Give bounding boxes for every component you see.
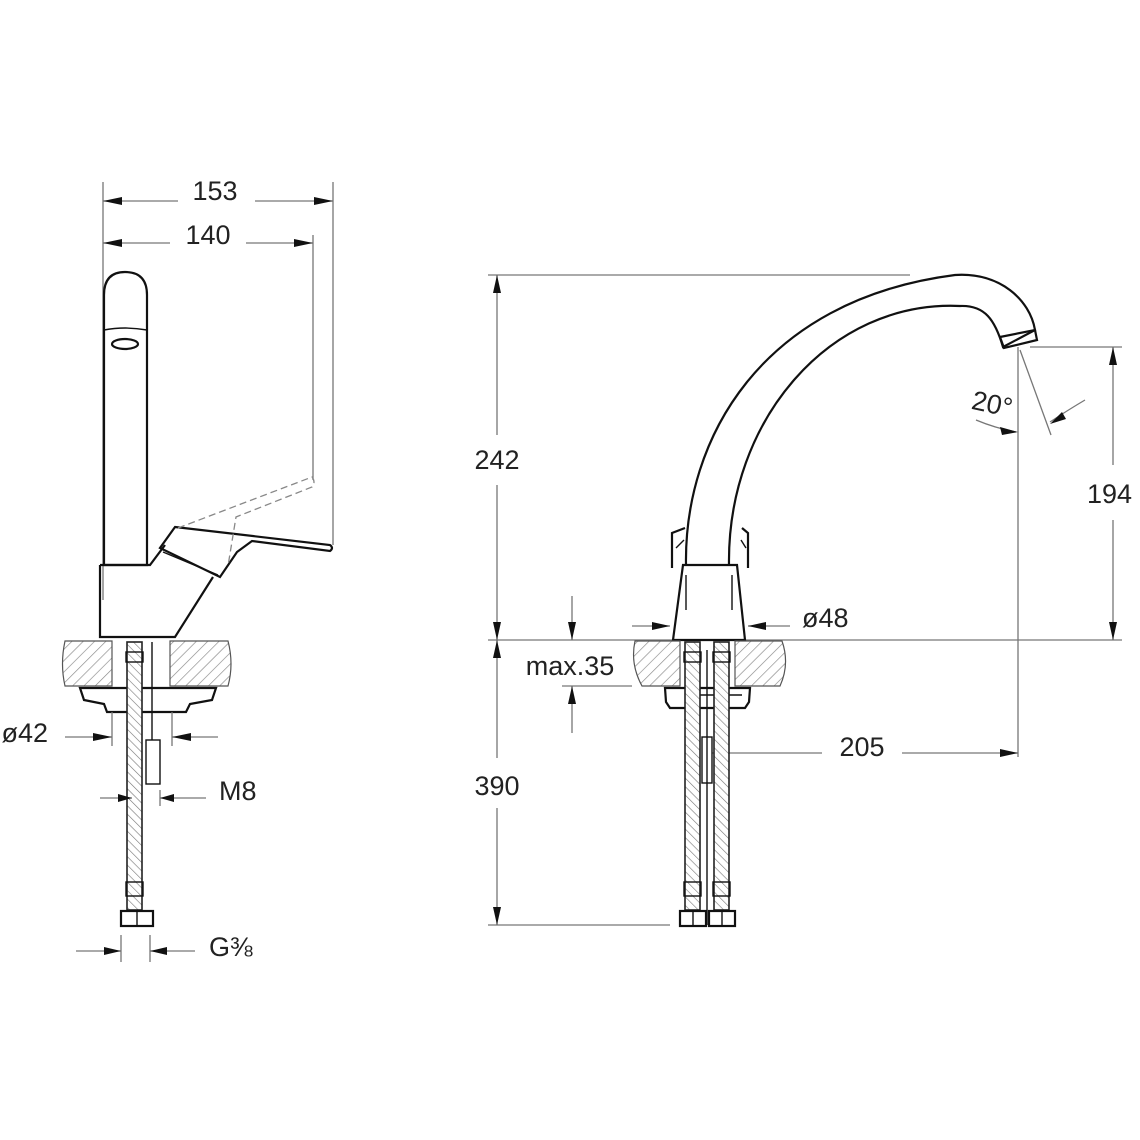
dimension-153: 153 <box>103 176 333 206</box>
dimension-label: 194 <box>1087 479 1132 509</box>
dimension-194: 194 <box>1087 347 1132 640</box>
threaded-rod <box>701 736 713 784</box>
dimension-label: 242 <box>474 445 519 475</box>
dimension-140: 140 <box>103 220 313 250</box>
swivel-spout <box>684 273 1037 566</box>
front-view: 242 390 max.35 194 <box>474 273 1132 928</box>
lever <box>158 525 334 579</box>
supply-hose <box>126 641 143 911</box>
threaded-rod <box>145 739 161 785</box>
dimension-label: 153 <box>192 176 237 206</box>
dimension-label: G⅜ <box>209 932 253 962</box>
dimension-label: ø48 <box>802 603 849 633</box>
dimension-swivel-angle: 20° <box>969 349 1086 436</box>
dimension-label: 205 <box>839 732 884 762</box>
countertop-section <box>632 640 681 687</box>
dimension-o42: ø42 <box>1 712 218 748</box>
aerator <box>110 337 140 351</box>
tap-base <box>98 544 214 639</box>
mounting-plate <box>78 686 218 714</box>
dimension-205: 205 <box>712 732 1018 762</box>
side-view: 153 140 <box>1 176 334 962</box>
dimension-label: 390 <box>474 771 519 801</box>
dimension-o48: ø48 <box>632 603 849 633</box>
swivel-collar <box>670 526 750 568</box>
spout-body <box>102 270 149 567</box>
countertop-section <box>61 640 113 687</box>
dimension-m8: M8 <box>100 776 257 806</box>
supply-hose-right <box>713 641 730 911</box>
dimension-label: ø42 <box>1 718 48 748</box>
dimension-max-35: max.35 <box>526 596 632 733</box>
dimension-242: 242 <box>474 275 520 640</box>
dimension-label: max.35 <box>526 651 615 681</box>
dimension-g3-8: G⅜ <box>76 932 253 962</box>
spout-nozzle <box>998 328 1039 350</box>
supply-hose-left <box>684 641 701 911</box>
dimension-390: 390 <box>474 640 520 925</box>
dimension-label: 20° <box>969 385 1015 423</box>
tap-body <box>671 563 747 642</box>
dimension-label: 140 <box>185 220 230 250</box>
mounting-plate <box>663 686 752 710</box>
dimension-label: M8 <box>219 776 257 806</box>
